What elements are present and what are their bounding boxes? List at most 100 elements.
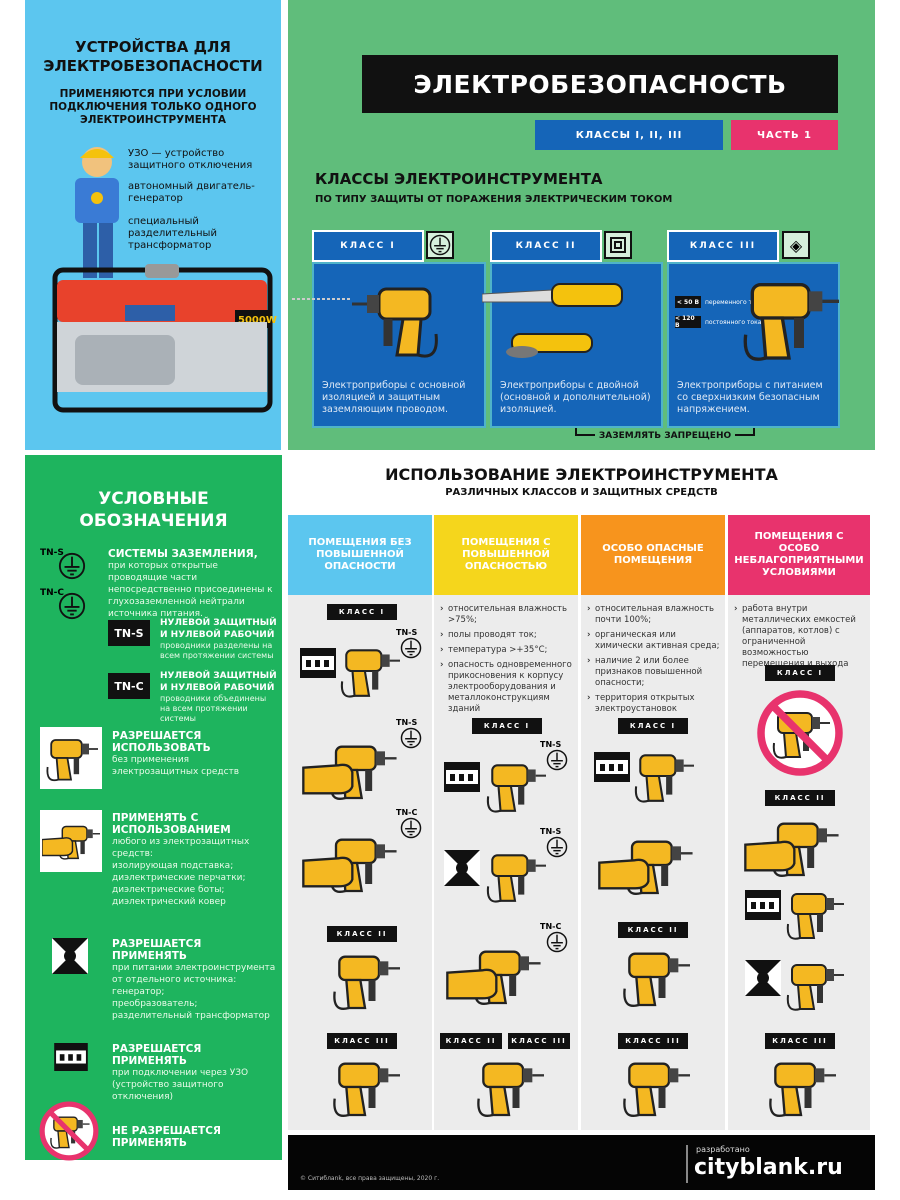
grounding-forbidden-note: ЗАЗЕМЛЯТЬ ЗАПРЕЩЕНО [595, 431, 735, 441]
forbidden-icon [38, 1100, 100, 1162]
ground-icon [400, 637, 422, 659]
cordless-drill-illustration [743, 282, 839, 361]
ground-tn-c-icon [58, 592, 86, 620]
hand-drill-icon [444, 940, 544, 1010]
ground-icon [546, 931, 568, 953]
class-label: КЛАСС I [472, 718, 542, 734]
poster-title: ЭЛЕКТРОБЕЗОПАСНОСТЬ [362, 55, 838, 113]
transformer-icon [745, 960, 781, 996]
legend-forbidden: НЕ РАЗРЕШАЕТСЯ ПРИМЕНЯТЬ [112, 1125, 221, 1149]
drill-icon [477, 1062, 544, 1118]
class-label: КЛАСС III [508, 1033, 570, 1049]
conditions-list: работа внутри металлических емкостей (ап… [734, 604, 868, 674]
class-1-label: КЛАСС I [312, 230, 424, 262]
legend-title: УСЛОВНЫЕ ОБОЗНАЧЕНИЯ [79, 489, 228, 531]
classes-title: КЛАССЫ ЭЛЕКТРОИНСТРУМЕНТА [315, 170, 603, 188]
forbidden-icon [755, 688, 845, 778]
class-2-card: Электроприборы с двойной (основной и доп… [482, 262, 663, 428]
legend-grounding: СИСТЕМЫ ЗАЗЕМЛЕНИЯ,при которых открытые … [108, 548, 273, 619]
rcd-icon [594, 752, 630, 782]
drill-with-protection-icon [40, 810, 102, 872]
class-label: КЛАСС II [765, 790, 835, 806]
drill-icon [623, 952, 690, 1008]
drill-illustration [292, 274, 482, 364]
developed-by: разработано [696, 1145, 750, 1154]
drill-icon [486, 764, 546, 813]
legend-panel [25, 455, 282, 1160]
rcd-icon [54, 1043, 88, 1071]
tn-c-label: TN-C [40, 588, 65, 598]
class-label: КЛАСС II [618, 922, 688, 938]
ground-icon [546, 836, 568, 858]
tn-s-label: TN-S [40, 548, 64, 558]
classes-subtitle: ПО ТИПУ ЗАЩИТЫ ОТ ПОРАЖЕНИЯ ЭЛЕКТРИЧЕСКИ… [315, 194, 673, 205]
device-item: УЗО — устройство защитного отключения [128, 148, 253, 171]
hand-drill-icon [300, 735, 400, 805]
device-item: автономный двигатель-генератор [128, 181, 255, 204]
class-label: КЛАСС I [327, 604, 397, 620]
conditions-list: относительная влажность >75%;полы провод… [440, 604, 574, 719]
column-header-unfavorable: ПОМЕЩЕНИЯ С ОСОБО НЕБЛАГОПРИЯТНЫМИ УСЛОВ… [728, 515, 870, 595]
usage-subtitle: РАЗЛИЧНЫХ КЛАССОВ И ЗАЩИТНЫХ СРЕДСТВ [445, 487, 718, 498]
conditions-list: относительная влажность почти 100%;орган… [587, 604, 721, 719]
rcd-icon [745, 890, 781, 920]
saw-grinder-illustration [482, 283, 623, 358]
drill-icon [333, 955, 400, 1011]
tn-c-box: TN-C [108, 673, 150, 699]
drill-icon [769, 1062, 836, 1118]
ground-tn-s-icon [58, 552, 86, 580]
class-2-label: КЛАСС II [490, 230, 602, 262]
brand-link[interactable]: cityblank.ru [694, 1155, 843, 1180]
generator-display: 5000W [238, 315, 277, 326]
badge-classes: КЛАССЫ I, II, III [535, 120, 723, 150]
protection-item: диэлектрические перчатки; [112, 873, 246, 883]
transformer-icon [444, 850, 480, 886]
column-header-normal: ПОМЕЩЕНИЯ БЕЗ ПОВЫШЕННОЙ ОПАСНОСТИ [288, 515, 432, 595]
drill-icon [634, 754, 694, 803]
rcd-icon [300, 648, 336, 678]
devices-panel: УСТРОЙСТВА ДЛЯ ЭЛЕКТРОБЕЗОПАСНОСТИ ПРИМЕ… [25, 0, 281, 450]
class-label: КЛАСС II [440, 1033, 502, 1049]
ground-icon [546, 749, 568, 771]
drill-icon [623, 1062, 690, 1118]
footer: © Ситиблank, все права защищены, 2020 г.… [288, 1135, 875, 1190]
class-label: КЛАСС II [327, 926, 397, 942]
hand-drill-icon [596, 830, 696, 900]
class-label: КЛАСС III [765, 1033, 835, 1049]
rcd-icon [444, 762, 480, 792]
drill-icon [333, 1062, 400, 1118]
badge-part: ЧАСТЬ 1 [731, 120, 838, 150]
drill-allowed-icon [40, 727, 102, 789]
drill-icon [486, 854, 546, 903]
ground-icon [400, 727, 422, 749]
class-label: КЛАСС I [765, 665, 835, 681]
copyright: © Ситиблank, все права защищены, 2020 г. [300, 1175, 440, 1182]
separating-transformer-icon [52, 938, 88, 974]
device-item: специальный разделительный трансформатор [128, 216, 217, 251]
tn-c-label: TN-C [396, 808, 418, 817]
column-header-especially: ОСОБО ОПАСНЫЕ ПОМЕЩЕНИЯ [581, 515, 725, 595]
tn-s-label: TN-S [540, 827, 562, 836]
drill-icon [340, 649, 400, 698]
tn-s-label: TN-S [396, 718, 418, 727]
class-1-card: Электроприборы с основной изоляцией и за… [292, 262, 486, 428]
class-label: КЛАСС III [618, 1033, 688, 1049]
drill-icon [786, 964, 844, 1011]
ground-icon [400, 817, 422, 839]
hand-drill-icon [300, 828, 400, 898]
protection-item: диэлектрические боты; [112, 885, 225, 895]
tn-s-box: TN-S [108, 620, 150, 646]
ground-symbol-icon [426, 231, 454, 259]
drill-icon [786, 893, 844, 940]
diamond-symbol-icon: ◈ [782, 231, 810, 259]
tn-c-label: TN-C [540, 922, 562, 931]
class-3-text: Электроприборы с питанием со сверхнизким… [677, 380, 823, 415]
class-label: КЛАСС I [618, 718, 688, 734]
class-2-text: Электроприборы с двойной (основной и доп… [500, 380, 651, 415]
